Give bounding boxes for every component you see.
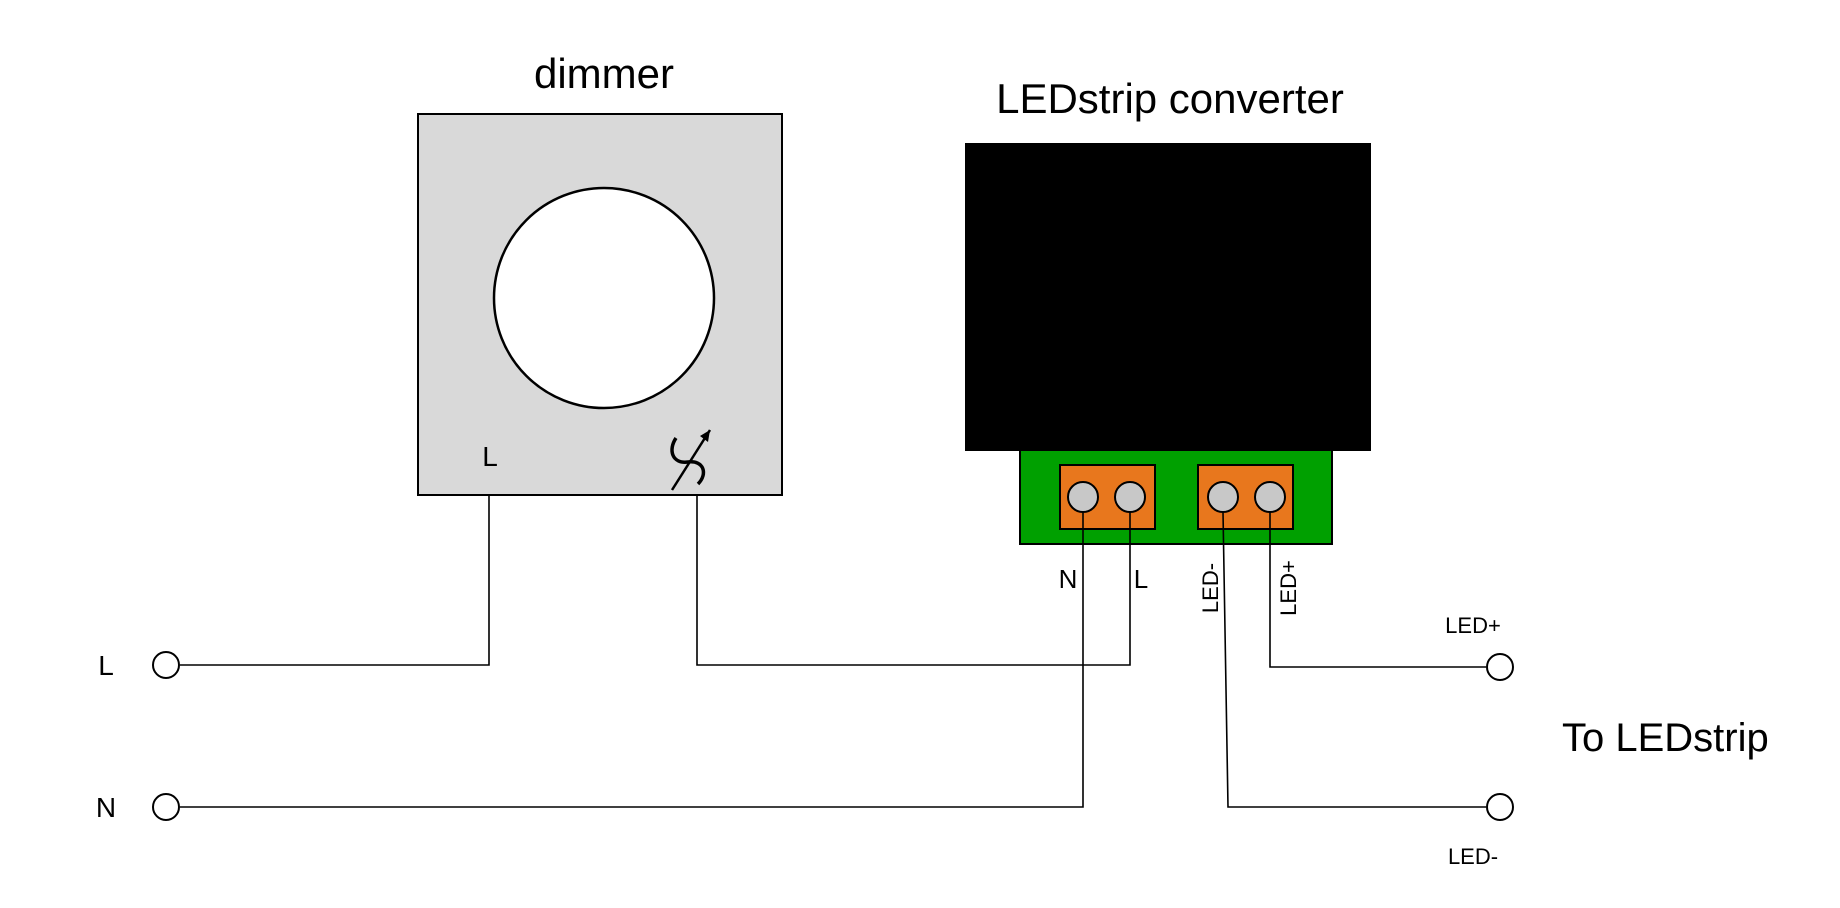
- converter-title: LEDstrip converter: [996, 75, 1344, 122]
- wire-mains-n: [180, 512, 1084, 808]
- led-minus-terminal: [1486, 793, 1514, 821]
- mains-l-terminal: [152, 651, 180, 679]
- converter-housing: [965, 143, 1371, 451]
- led-plus-label: LED+: [1445, 613, 1501, 638]
- dimmer-title: dimmer: [534, 50, 674, 97]
- dimmer-terminal-l-label: L: [482, 441, 498, 472]
- terminal-screw-l: [1114, 481, 1146, 513]
- terminal-label-led-minus: LED-: [1198, 563, 1223, 613]
- terminal-label-led-plus: LED+: [1276, 560, 1301, 616]
- wire-dimmer-out: [696, 495, 1131, 666]
- mains-n-terminal: [152, 793, 180, 821]
- dimmer-knob: [492, 186, 716, 410]
- dimmer-symbol-icon: [670, 429, 712, 491]
- wire-led-plus: [1269, 512, 1486, 668]
- terminal-screw-led-plus: [1254, 481, 1286, 513]
- wires: [180, 495, 1486, 808]
- dimmer: L: [417, 113, 783, 496]
- wire-led-minus: [1222, 511, 1486, 808]
- led-converter: N L LED- LED+: [965, 143, 1371, 616]
- wire-mains-l: [180, 495, 490, 666]
- terminal-label-n: N: [1059, 564, 1078, 594]
- mains-n-label: N: [96, 792, 116, 823]
- led-minus-label: LED-: [1448, 844, 1498, 869]
- to-ledstrip-label: To LEDstrip: [1562, 716, 1769, 760]
- mains-l-label: L: [98, 650, 114, 681]
- terminal-screw-led-minus: [1207, 481, 1239, 513]
- led-plus-terminal: [1486, 653, 1514, 681]
- terminal-label-l: L: [1134, 564, 1148, 594]
- terminal-screw-n: [1067, 481, 1099, 513]
